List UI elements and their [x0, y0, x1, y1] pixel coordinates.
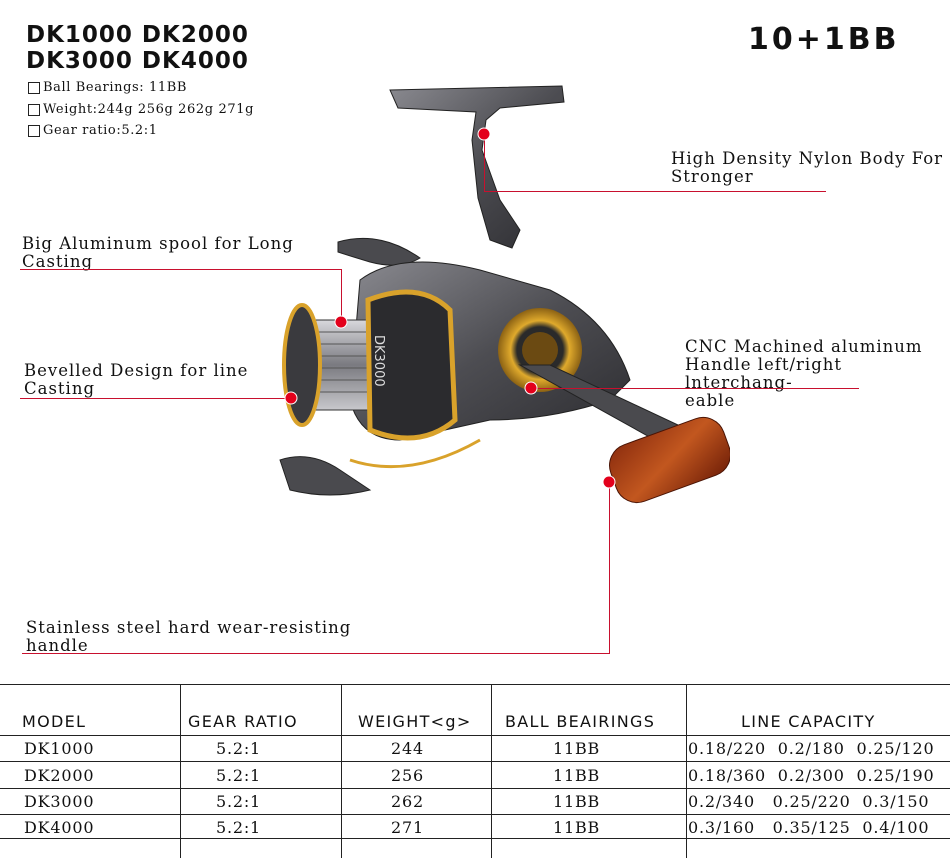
leader-line: [484, 191, 826, 192]
header-weight: WEIGHT<g>: [358, 712, 472, 731]
cell-ball-bearings: 11BB: [553, 792, 601, 811]
header-line-capacity: LINE CAPACITY: [741, 712, 876, 731]
callout-text: CNC Machined aluminum: [685, 337, 923, 356]
table-top-border: [0, 684, 950, 685]
fishing-reel-image: DK3000: [279, 85, 730, 504]
cell-weight: 271: [391, 818, 424, 837]
callout-text: eable: [685, 391, 736, 410]
spool-model-text: DK3000: [371, 335, 386, 387]
callout-text: Casting: [22, 252, 94, 271]
cell-gear-ratio: 5.2:1: [216, 766, 262, 785]
spec-gear-ratio: Gear ratio:5.2:1: [28, 123, 158, 138]
table-row-divider: [0, 735, 950, 736]
spec-weight: Weight:244g 256g 262g 271g: [28, 102, 254, 117]
callout-text: Big Aluminum spool for Long: [22, 234, 294, 253]
callout-nylon-body: High Density Nylon Body For Stronger: [671, 150, 943, 186]
models-title-line-2: DK3000 DK4000: [26, 48, 249, 74]
models-title-line-1: DK1000 DK2000: [26, 22, 249, 48]
cell-line-capacity: 0.3/160 0.35/125 0.4/100: [688, 818, 930, 837]
table-column-divider: [341, 684, 342, 858]
callout-text: Casting: [24, 379, 96, 398]
callout-text: Handle left/right lnterchang-: [685, 355, 843, 392]
table-column-divider: [180, 684, 181, 858]
header-model: MODEL: [22, 712, 87, 731]
callout-dot: [478, 128, 490, 140]
table-row-divider: [0, 788, 950, 789]
spec-label: Gear ratio:5.2:1: [43, 123, 158, 138]
callout-dot: [335, 316, 347, 328]
cell-gear-ratio: 5.2:1: [216, 739, 262, 758]
leader-line: [22, 653, 610, 654]
callout-text: Bevelled Design for line: [24, 361, 249, 380]
cell-gear-ratio: 5.2:1: [216, 792, 262, 811]
cell-model: DK4000: [24, 818, 95, 837]
table-column-divider: [491, 684, 492, 858]
leader-line: [609, 482, 610, 654]
callout-text: handle: [26, 636, 89, 655]
table-column-divider: [686, 684, 687, 858]
cell-gear-ratio: 5.2:1: [216, 818, 262, 837]
table-row-divider: [0, 838, 950, 839]
leader-line: [341, 269, 342, 323]
bearing-badge: 10+1BB: [748, 22, 900, 57]
cell-weight: 262: [391, 792, 424, 811]
callout-dot: [285, 392, 297, 404]
callout-text: High Density Nylon Body For: [671, 149, 944, 168]
cell-model: DK1000: [24, 739, 95, 758]
leader-line: [484, 134, 485, 191]
cell-weight: 256: [391, 766, 424, 785]
cell-ball-bearings: 11BB: [553, 766, 601, 785]
cell-line-capacity: 0.18/220 0.2/180 0.25/120: [688, 739, 935, 758]
cell-ball-bearings: 11BB: [553, 739, 601, 758]
callout-bevelled-design: Bevelled Design for line Casting: [24, 362, 248, 398]
callout-cnc-handle: CNC Machined aluminum Handle left/right …: [685, 338, 950, 410]
spec-ball-bearings: Ball Bearings: 11BB: [28, 80, 187, 95]
leader-line: [20, 398, 292, 399]
checkbox-icon: [28, 81, 40, 94]
callout-dot: [525, 382, 537, 394]
callout-aluminum-spool: Big Aluminum spool for Long Casting: [22, 235, 294, 271]
callout-steel-handle: Stainless steel hard wear-resisting hand…: [26, 619, 351, 655]
header-gear-ratio: GEAR RATIO: [188, 712, 298, 731]
spec-label: Weight:244g 256g 262g 271g: [43, 102, 254, 117]
cell-model: DK3000: [24, 792, 95, 811]
cell-ball-bearings: 11BB: [553, 818, 601, 837]
cell-line-capacity: 0.18/360 0.2/300 0.25/190: [688, 766, 935, 785]
checkbox-icon: [28, 103, 40, 116]
leader-line: [531, 388, 859, 389]
leader-line: [20, 269, 342, 270]
table-row-divider: [0, 761, 950, 762]
cell-weight: 244: [391, 739, 424, 758]
cell-model: DK2000: [24, 766, 95, 785]
cell-line-capacity: 0.2/340 0.25/220 0.3/150: [688, 792, 930, 811]
spec-label: Ball Bearings: 11BB: [43, 80, 188, 95]
table-row-divider: [0, 814, 950, 815]
checkbox-icon: [28, 124, 40, 137]
callout-text: Stronger: [671, 167, 754, 186]
header-ball-bearings: BALL BEAIRINGS: [505, 712, 656, 731]
callout-dot: [603, 476, 615, 488]
callout-text: Stainless steel hard wear-resisting: [26, 618, 352, 637]
